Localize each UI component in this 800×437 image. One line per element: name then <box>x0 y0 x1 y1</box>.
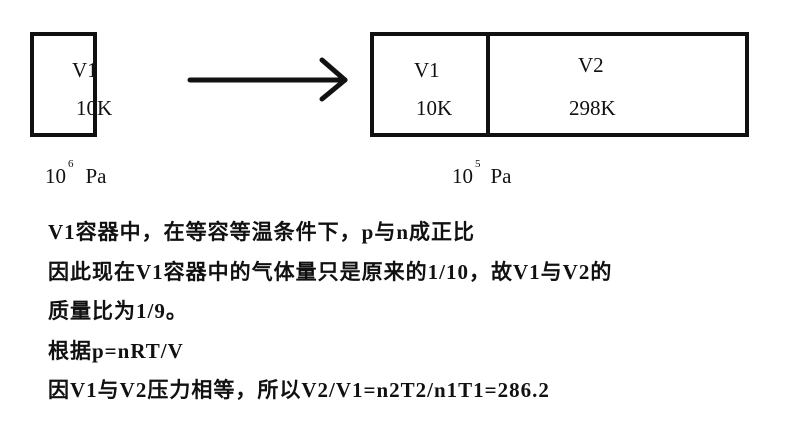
explanation-line: 质量比为1/9。 <box>48 299 188 323</box>
container-divider <box>486 32 490 137</box>
pressure-exponent: 5 <box>475 158 481 170</box>
explanation-line: 根据p=nRT/V <box>48 339 184 363</box>
initial-volume-label: V1 <box>72 58 98 82</box>
pressure-base: 10 <box>452 164 473 188</box>
final-v2-label: V2 <box>578 53 604 77</box>
arrow-icon <box>187 57 348 102</box>
final-container <box>370 32 749 137</box>
pressure-base: 10 <box>45 164 66 188</box>
final-v2-temperature: 298K <box>569 96 616 120</box>
explanation-line: V1容器中，在等容等温条件下，p与n成正比 <box>48 220 476 244</box>
pressure-unit: Pa <box>490 164 512 188</box>
initial-container <box>30 32 97 137</box>
initial-temperature-label: 10K <box>76 96 113 120</box>
explanation-line: 因V1与V2压力相等，所以V2/V1=n2T2/n1T1=286.2 <box>48 378 550 402</box>
explanation-line: 因此现在V1容器中的气体量只是原来的1/10，故V1与V2的 <box>48 260 613 284</box>
final-v1-temperature: 10K <box>416 96 453 120</box>
final-v1-label: V1 <box>414 58 440 82</box>
pressure-exponent: 6 <box>68 158 74 170</box>
pressure-unit: Pa <box>85 164 107 188</box>
